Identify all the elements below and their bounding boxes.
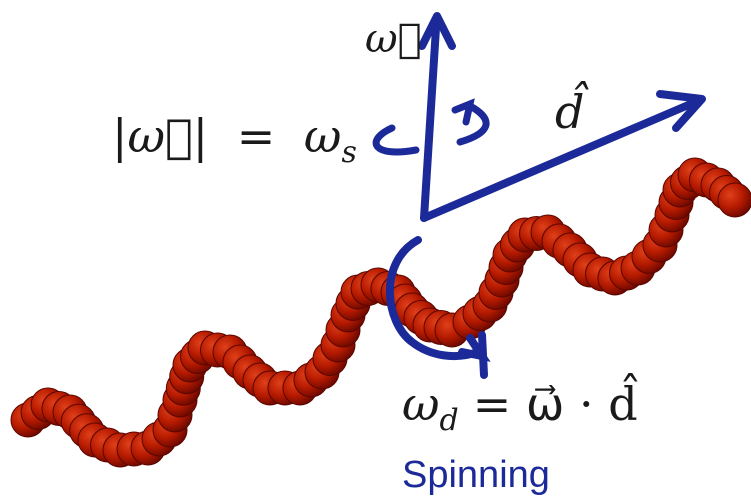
d-hat-label: d̂	[555, 80, 589, 139]
omega-d-main: ω	[402, 377, 440, 431]
omega-s-main: ω	[304, 109, 342, 163]
d-rotation-arc	[385, 236, 491, 379]
omega-s-sub: s	[341, 135, 356, 170]
omega-vector-label: ω⃗	[365, 16, 422, 62]
bead	[717, 182, 751, 218]
omega-d-label: ωd = ω⃗ · d̂	[402, 372, 638, 438]
caption-spinning: Spinning	[402, 454, 550, 496]
omega-rotation-arc	[372, 98, 490, 156]
omega-magnitude-eq: =	[237, 109, 276, 163]
bead-chain	[10, 157, 751, 468]
omega-d-sub: d	[440, 403, 459, 438]
omega-magnitude-lhs: |ω⃗|	[112, 109, 208, 163]
d-hat-vector-arrow	[420, 90, 706, 222]
omega-d-rhs: = ω⃗ · d̂	[473, 372, 638, 431]
omega-magnitude-label: |ω⃗| = ωs	[112, 109, 357, 170]
omega-vector-arrow	[418, 12, 456, 222]
